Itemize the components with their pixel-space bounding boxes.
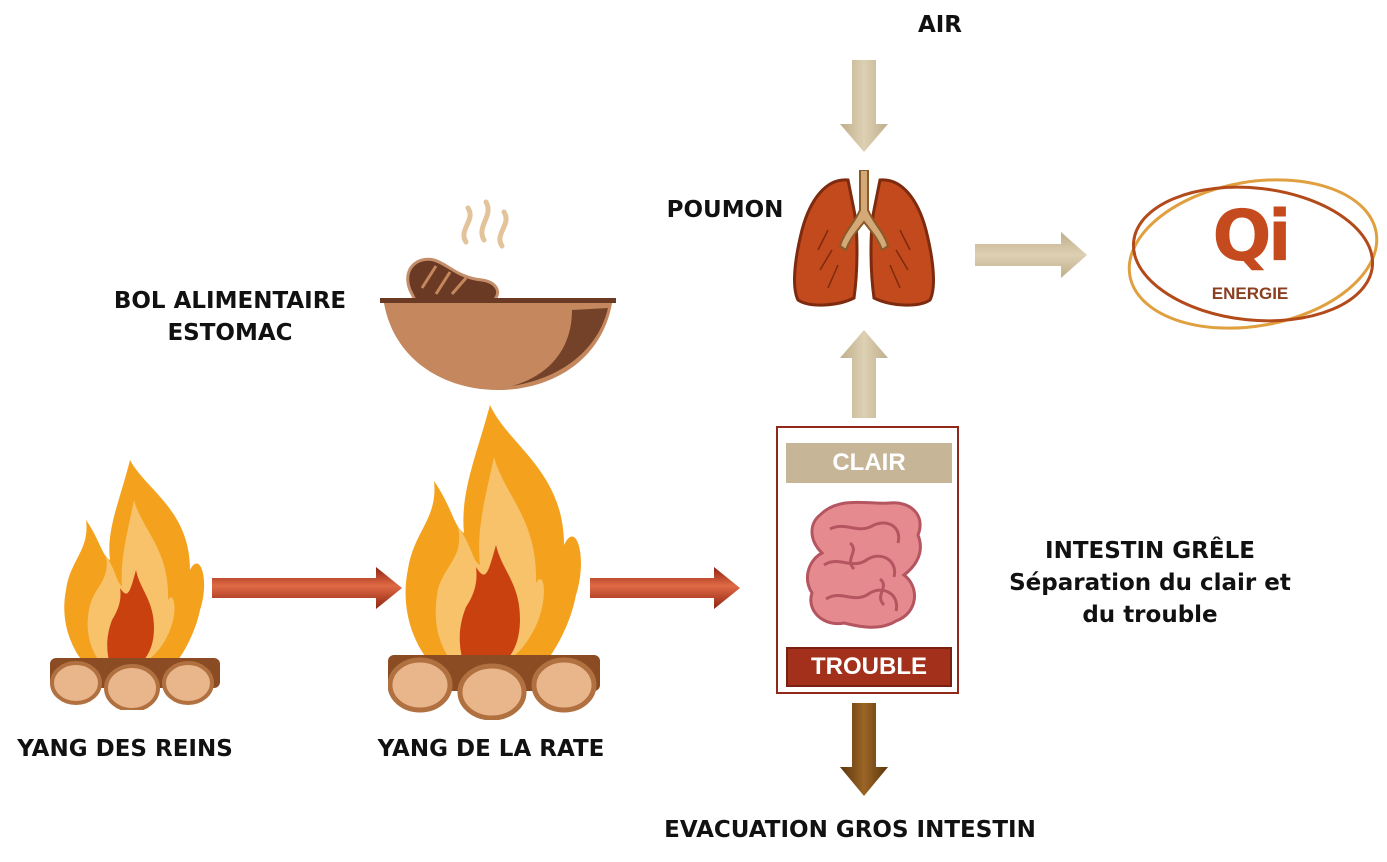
intestin-label-line3: du trouble (1082, 602, 1218, 628)
intestin-label-line2: Séparation du clair et (1009, 570, 1291, 596)
qi-logo-text: Qi (1212, 195, 1292, 277)
intestin-label-line1: INTESTIN GRÊLE (1045, 538, 1255, 564)
clair-box: CLAIR (786, 443, 952, 483)
lung-to-qi-arrow-icon (975, 232, 1087, 278)
qi-logo-icon (1127, 178, 1379, 330)
evacuation-arrow-icon (840, 703, 888, 796)
bol-label-line1: BOL ALIMENTAIRE (113, 288, 347, 314)
qi-energie-text: ENERGIE (1211, 284, 1289, 303)
rate-to-intestin-arrow-icon (590, 567, 740, 609)
bowl-icon (380, 199, 616, 390)
air-arrow-icon (840, 60, 888, 152)
air-label: AIR (917, 12, 963, 38)
yang-rate-label: YANG DE LA RATE (377, 736, 605, 762)
fire-icon-rate (388, 405, 600, 720)
reins-to-rate-arrow-icon (212, 567, 402, 609)
poumon-label: POUMON (666, 197, 784, 223)
clair-up-arrow-icon (840, 330, 888, 418)
evacuation-label: EVACUATION GROS INTESTIN (664, 817, 1036, 843)
intestine-icon (806, 500, 922, 629)
trouble-box: TROUBLE (786, 647, 952, 687)
lungs-icon (793, 170, 935, 307)
bol-label-line2: ESTOMAC (167, 320, 293, 346)
yang-reins-label: YANG DES REINS (17, 736, 233, 762)
fire-icon-reins (50, 460, 220, 710)
